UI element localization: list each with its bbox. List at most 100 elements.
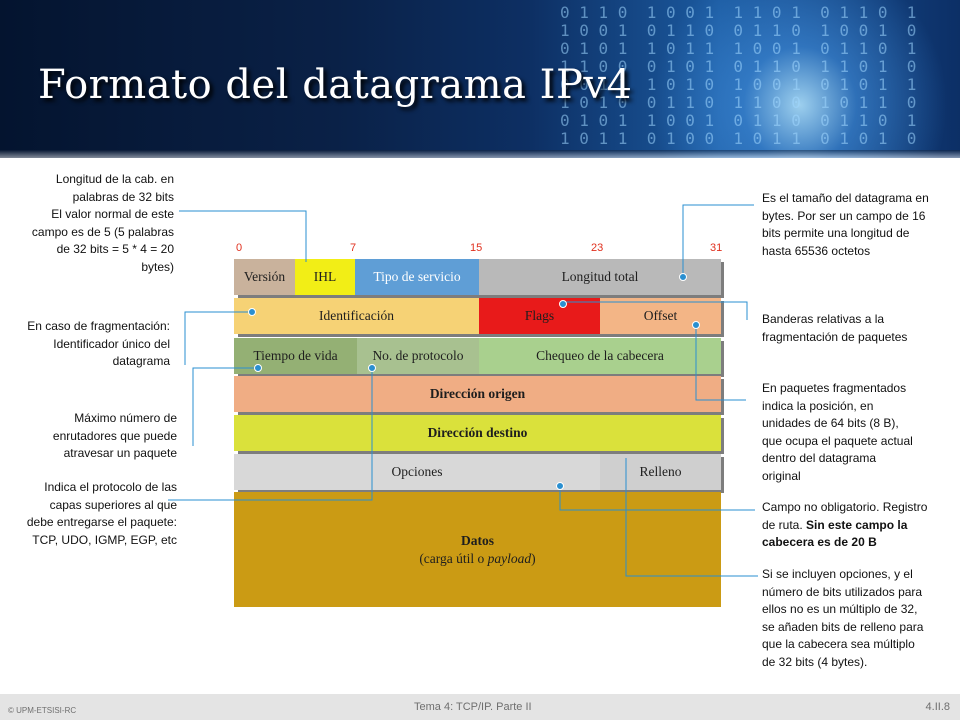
data-subtitle-post: ): [531, 550, 536, 566]
note-line: número de bits utilizados para: [762, 584, 923, 599]
note-line: En paquetes fragmentados: [762, 381, 907, 395]
dot-options: [556, 482, 564, 490]
field-version-label: Versión: [243, 269, 286, 284]
data-subtitle-pre: (carga útil o: [419, 550, 488, 566]
footer-slide-number: 4.II.8: [925, 701, 950, 713]
field-type-of-service: Tipo de servicio: [355, 259, 479, 295]
note-line: original: [762, 468, 801, 483]
field-data-subtitle: (carga útil o payload): [419, 551, 535, 567]
field-source-label: Dirección origen: [429, 386, 526, 401]
note-line: debe entregarse el paquete:: [26, 515, 177, 529]
footer-copyright: © UPM-ETSISI-RC: [8, 706, 77, 715]
footer-topic: Tema 4: TCP/IP. Parte II: [414, 701, 532, 713]
field-header-checksum: Chequeo de la cabecera: [479, 338, 721, 374]
field-destination-address: Dirección destino: [234, 415, 721, 451]
field-padding-label: Relleno: [639, 464, 682, 479]
leader-identification: [184, 311, 252, 365]
note-offset: En paquetes fragmentados indica la posic…: [762, 380, 913, 485]
dot-total-length: [679, 273, 687, 281]
field-ihl: IHL: [295, 259, 355, 295]
note-ihl: Longitud de la cab. en palabras de 32 bi…: [32, 171, 174, 276]
note-line: ellos no es un múltiplo de 32,: [762, 602, 918, 616]
title-banner: 0 1 1 0 1 0 0 1 1 1 0 1 0 1 1 0 1 1 0 0 …: [0, 0, 960, 158]
dot-ttl: [254, 364, 262, 372]
field-flags-label: Flags: [524, 308, 555, 323]
note-line: se añaden bits de relleno para: [762, 619, 924, 634]
field-offset: Offset: [600, 298, 721, 334]
banner-shadow: [0, 150, 960, 158]
bit-marker-23: 23: [591, 242, 604, 254]
field-flags: Flags: [479, 298, 600, 334]
leader-flags: [563, 301, 748, 320]
note-options: Campo no obligatorio. Registro de ruta. …: [762, 499, 927, 552]
leader-padding: [625, 458, 758, 577]
field-ihl-label: IHL: [313, 269, 337, 284]
note-line: que la cabecera sea múltiplo: [762, 637, 915, 651]
note-line: palabras de 32 bits: [72, 189, 174, 204]
banner-glow: [640, 0, 960, 158]
note-line: Longitud de la cab. en: [55, 172, 174, 186]
note-line: de 32 bits = 5 * 4 = 20: [56, 242, 174, 256]
note-line: Campo no obligatorio. Registro: [762, 500, 928, 514]
note-line: unidades de 64 bits (8 B),: [762, 416, 899, 430]
leader-offset: [695, 325, 746, 401]
dot-flags: [559, 300, 567, 308]
note-line: bytes. Por ser un campo de 16: [762, 208, 926, 223]
binary-pattern: 0 1 1 0 1 0 0 1 1 1 0 1 0 1 1 0 1 1 0 0 …: [560, 3, 917, 148]
note-line: campo es de 5 (5 palabras: [31, 224, 174, 239]
note-line: cabecera es de 20 B: [762, 535, 877, 549]
note-line: Identificador único del: [53, 336, 170, 351]
leader-ihl: [179, 210, 307, 262]
dot-offset: [692, 321, 700, 329]
leader-options: [559, 485, 755, 511]
field-destination-label: Dirección destino: [427, 425, 528, 440]
note-line: bytes): [141, 259, 174, 274]
field-total-length-label: Longitud total: [561, 269, 639, 284]
note-line: de 32 bits (4 bytes).: [762, 654, 868, 669]
bit-marker-0: 0: [236, 242, 243, 254]
note-protocol: Indica el protocolo de las capas superio…: [27, 479, 177, 549]
note-line: Si se incluyen opciones, y el: [762, 567, 913, 581]
note-line: que ocupa el paquete actual: [762, 433, 913, 448]
dot-protocol: [368, 364, 376, 372]
bit-marker-15: 15: [470, 242, 483, 254]
leader-protocol: [168, 368, 373, 501]
note-line: Indica el protocolo de las: [44, 480, 177, 494]
field-source-address: Dirección origen: [234, 376, 721, 412]
note-bold: Sin este campo la: [806, 517, 908, 532]
note-line: capas superiores al que: [49, 497, 177, 512]
note-identification: En caso de fragmentación: Identificador …: [27, 318, 170, 371]
field-offset-label: Offset: [643, 308, 678, 323]
note-line: El valor normal de este: [51, 207, 174, 221]
note-text: de ruta.: [762, 517, 807, 532]
bit-marker-7: 7: [350, 242, 357, 254]
field-options-label: Opciones: [391, 464, 443, 479]
note-line: de ruta. Sin este campo la: [762, 517, 927, 535]
field-tos-label: Tipo de servicio: [373, 269, 461, 284]
note-line: datagrama: [112, 354, 170, 368]
field-protocol: No. de protocolo: [357, 338, 479, 374]
field-identification-label: Identificación: [319, 308, 394, 323]
note-line: dentro del datagrama: [762, 451, 877, 465]
leader-ttl: [192, 367, 258, 446]
leader-total-length: [682, 204, 754, 277]
field-protocol-label: No. de protocolo: [372, 348, 464, 363]
note-line: hasta 65536 octetos: [762, 243, 871, 258]
note-flags: Banderas relativas a la fragmentación de…: [762, 311, 907, 346]
field-data-label: Datos: [461, 532, 494, 548]
note-padding: Si se incluyen opciones, y el número de …: [762, 566, 923, 671]
dot-identification: [248, 308, 256, 316]
field-options: Opciones: [234, 454, 600, 490]
field-identification: Identificación: [234, 298, 479, 334]
note-line: TCP, UDO, IGMP, EGP, etc: [32, 532, 177, 547]
note-line: En caso de fragmentación:: [27, 319, 170, 333]
field-data: Datos (carga útil o payload): [234, 492, 721, 607]
note-ttl: Máximo número de enrutadores que puede a…: [53, 410, 177, 463]
note-line: fragmentación de paquetes: [762, 329, 908, 344]
slide-title: Formato del datagrama IPv4: [38, 62, 633, 108]
field-padding: Relleno: [600, 454, 721, 490]
note-line: bits permite una longitud de: [762, 226, 910, 240]
note-line: Banderas relativas a la: [762, 312, 885, 326]
field-version: Versión: [234, 259, 295, 295]
